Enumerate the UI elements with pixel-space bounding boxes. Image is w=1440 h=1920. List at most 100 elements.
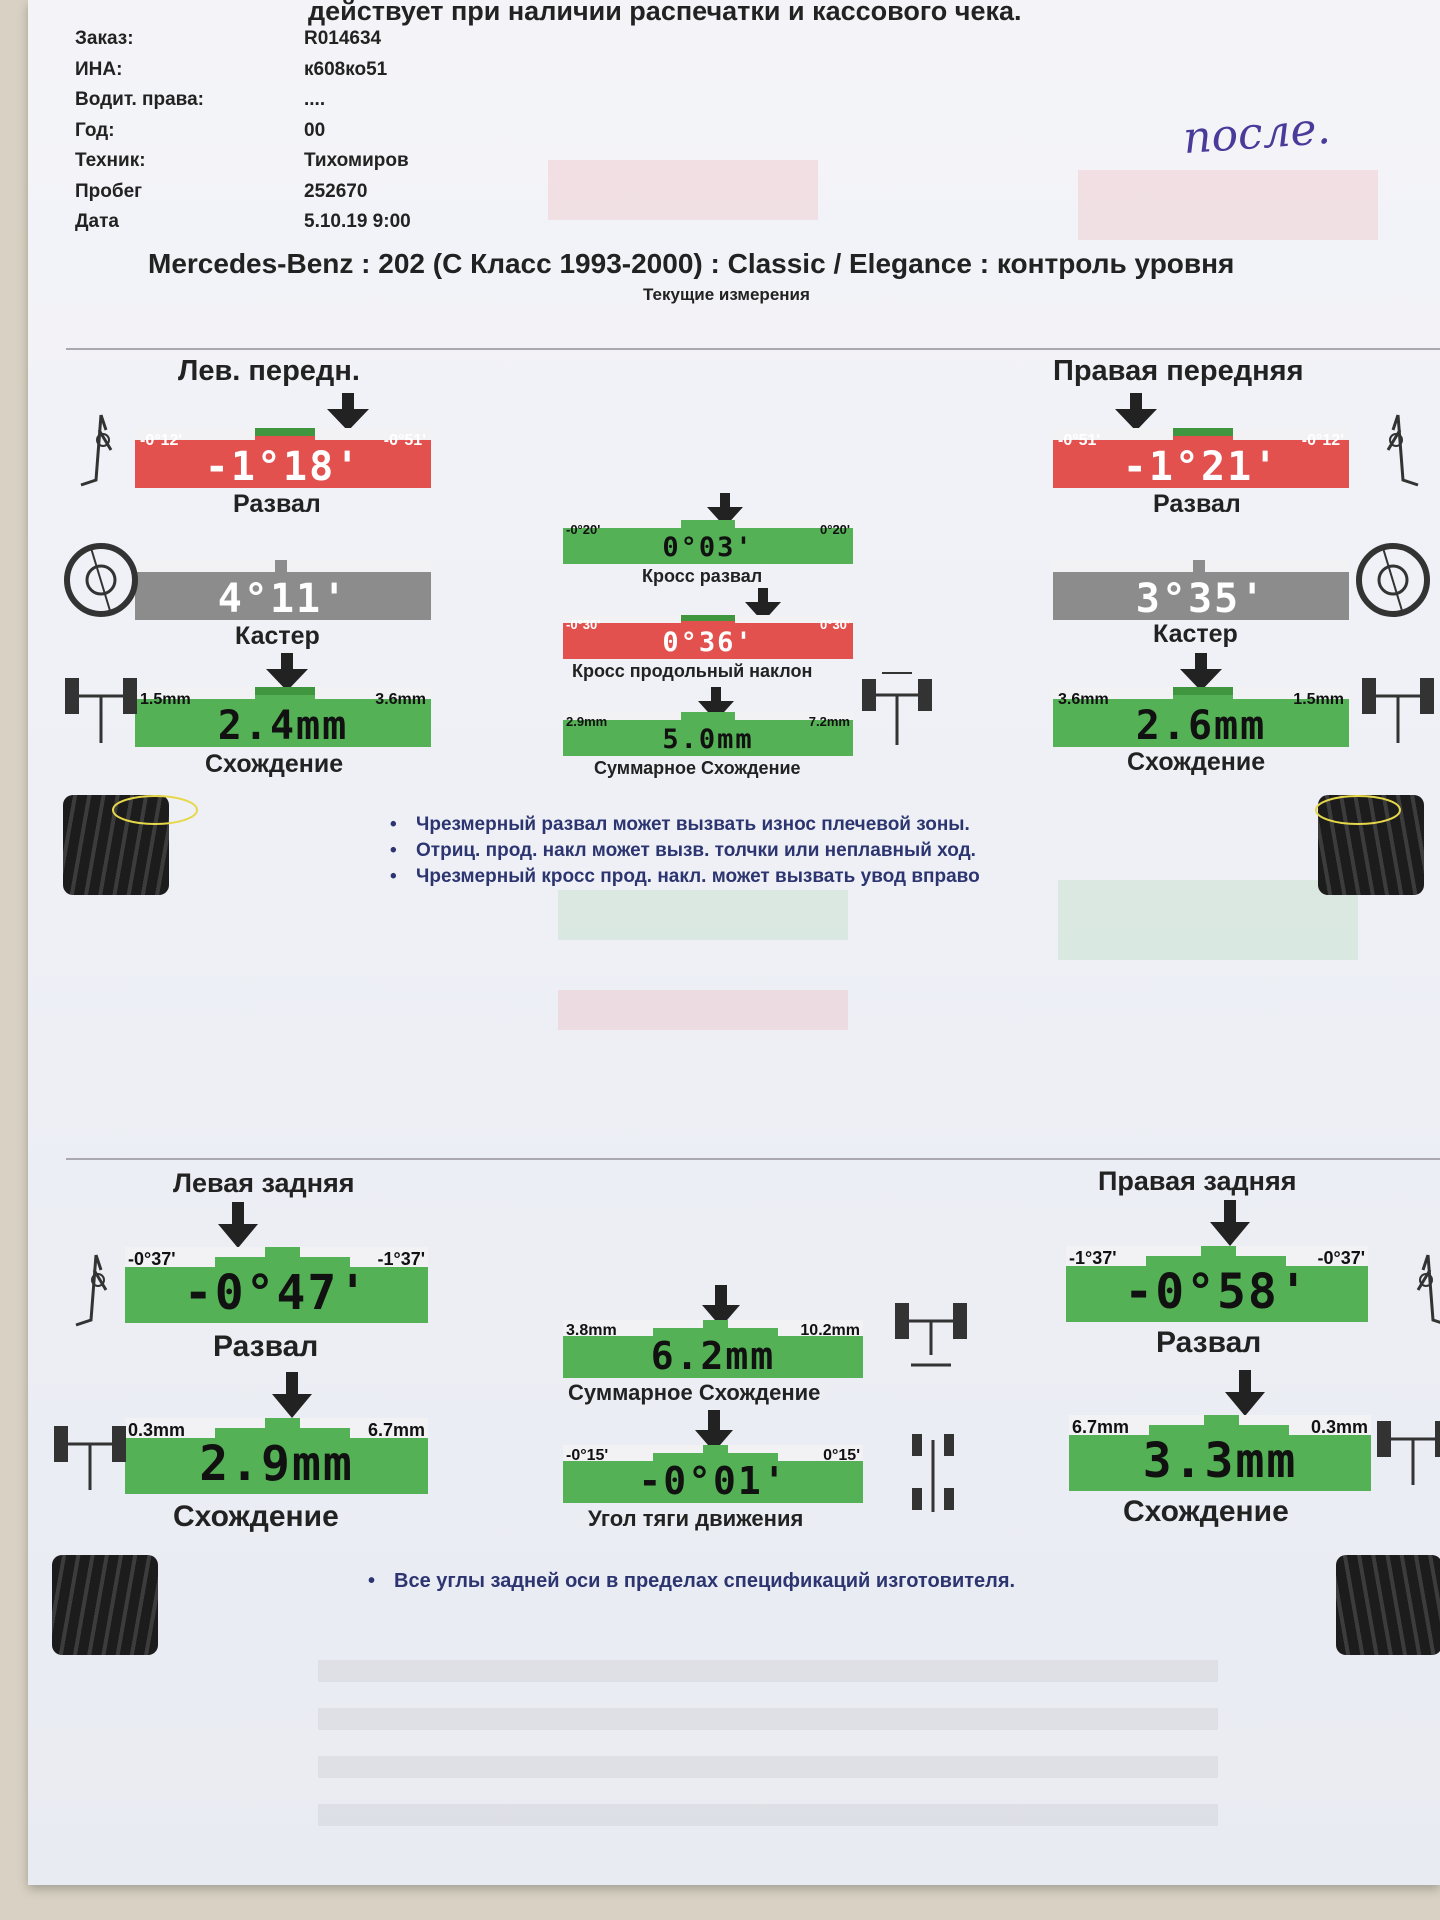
info-value: R014634 [304,28,382,50]
gauge-min-label: -0°30' [566,617,601,632]
gauge-spec-window [1173,687,1233,695]
gauge-scale-notch [300,1247,350,1257]
bleed-through-right-box [1078,170,1378,240]
info-value: Тихомиров [304,150,409,172]
gauge-scale-notch [300,1418,350,1428]
front-left-toe-gauge: 1.5mm 3.6mm 2.4mm [135,687,431,747]
gauge-scale-notch [563,712,681,720]
gauge-label: Схождение [205,750,344,778]
toe-axle-icon [65,678,137,743]
gauge-label: Кастер [1153,620,1238,648]
gauge-scale-notch [1053,560,1193,572]
gauge-scale-notch [125,1418,215,1438]
wear-zone-highlight-icon [1315,795,1401,825]
gauge-min-label: -0°15' [566,1447,609,1464]
gauge-max-label: 7.2mm [808,714,850,729]
front-total-toe-gauge: 2.9mm 7.2mm 5.0mm [563,712,853,756]
gauge-scale-notch [1149,1415,1204,1425]
front-left-caster-gauge: 4°11' [135,560,431,620]
info-row-order: Заказ:R014634 [75,24,411,55]
gauge-value: -1°21' [1122,444,1280,488]
info-row-year: Год:00 [75,116,411,147]
gauge-label: Развал [1156,1326,1262,1359]
gauge-scale-notch [1053,687,1173,699]
rear-right-tire-icon [1336,1555,1440,1655]
gauge-label: Схождение [1123,1495,1289,1528]
caster-wheel-icon [64,543,138,617]
gauge-label: Кросс продольный наклон [572,661,813,681]
info-row-ina: ИНА:к608ко51 [75,55,411,86]
gauge-scale-notch [135,560,275,572]
camber-strut-icon [75,1254,108,1327]
front-right-camber-gauge: -0°51' -0°12' -1°21' [1053,428,1349,488]
thrust-angle-car-icon [912,1434,954,1512]
rear-left-heading: Левая задняя [173,1168,355,1198]
info-row-license: Водит. права:.... [75,85,411,116]
gauge-scale-notch [653,1320,703,1328]
gauge-label: Угол тяги движения [588,1506,804,1531]
gauge-max-label: 6.7mm [367,1420,425,1440]
front-section-divider [66,348,1440,350]
bleed-through-left-box [548,160,818,220]
gauge-scale-notch [728,1445,778,1453]
gauge-max-label: 10.2mm [800,1322,860,1339]
down-arrow-icon [698,687,734,721]
gauge-scale-notch [563,520,681,528]
front-right-heading: Правая передняя [1053,355,1304,387]
toe-axle-icon [54,1426,126,1490]
gauge-scale-notch [287,560,431,572]
gauge-max-label: 0.3mm [1310,1417,1368,1437]
down-arrow-icon [702,1285,740,1327]
cross-camber-gauge: -0°20' 0°20' 0°03' [563,520,853,564]
down-arrow-icon [1225,1370,1265,1416]
alignment-report-sheet: действует при наличии распечатки и кассо… [28,0,1440,1885]
info-key: Пробег [75,180,143,202]
gauge-spec-window [255,687,315,695]
gauge-value: 3.3mm [1142,1433,1298,1489]
bleed-through-mid-box [558,890,848,940]
gauge-label: Схождение [1127,748,1266,776]
thrust-angle-gauge: -0°15' 0°15' -0°01' [563,1445,863,1503]
front-note: Чрезмерный кросс прод. накл. может вызва… [390,866,980,888]
gauge-scale-notch [1053,428,1173,440]
gauge-scale-notch [563,615,681,623]
gauge-label: Суммарное Схождение [568,1380,821,1405]
wear-zone-highlight-icon [112,795,198,825]
gauge-value: 6.2mm [650,1334,776,1378]
front-right-tire-icon [1318,795,1424,895]
total-toe-car-icon [895,1303,967,1367]
gauge-spec-window [1173,428,1233,436]
gauge-min-label: 6.7mm [1072,1417,1130,1437]
bleed-through-side-box [1058,880,1358,960]
gauge-value: 3°35' [1135,576,1267,620]
gauge-scale-notch [735,520,853,528]
gauge-spec-window [681,615,735,621]
gauge-scale-notch [1289,1415,1371,1435]
front-left-camber-gauge: -0°12' -0°51' -1°18' [135,428,431,488]
gauge-min-label: 2.9mm [566,714,608,729]
caster-wheel-icon [1356,543,1430,617]
front-right-caster-gauge: 3°35' [1053,560,1349,620]
gauge-max-label: 0°30' [820,617,850,632]
rear-left-camber-gauge: -0°37' -1°37' -0°47' [125,1247,428,1323]
bleed-through-bottom-text [318,1660,1218,1840]
gauge-scale-notch [135,428,255,440]
front-right-toe-gauge: 3.6mm 1.5mm 2.6mm [1053,687,1349,747]
gauge-scale-notch [778,1445,863,1461]
gauge-max-label: 0°20' [820,522,850,537]
gauge-label: Кросс развал [642,566,763,586]
info-key: ИНА: [75,58,123,80]
gauge-scale-notch [215,1418,265,1428]
down-arrow-icon [695,1410,733,1452]
gauge-min-label: -0°37' [128,1249,176,1269]
front-left-heading: Лев. передн. [178,355,360,387]
down-arrow-icon [745,588,781,622]
gauge-value: -1°18' [204,444,362,488]
gauge-scale-notch [1205,560,1349,572]
camber-strut-icon [1386,414,1419,487]
gauge-label: Развал [1153,490,1241,518]
gauge-value: 0°03' [662,532,754,563]
gauge-value: -0°58' [1124,1264,1310,1320]
